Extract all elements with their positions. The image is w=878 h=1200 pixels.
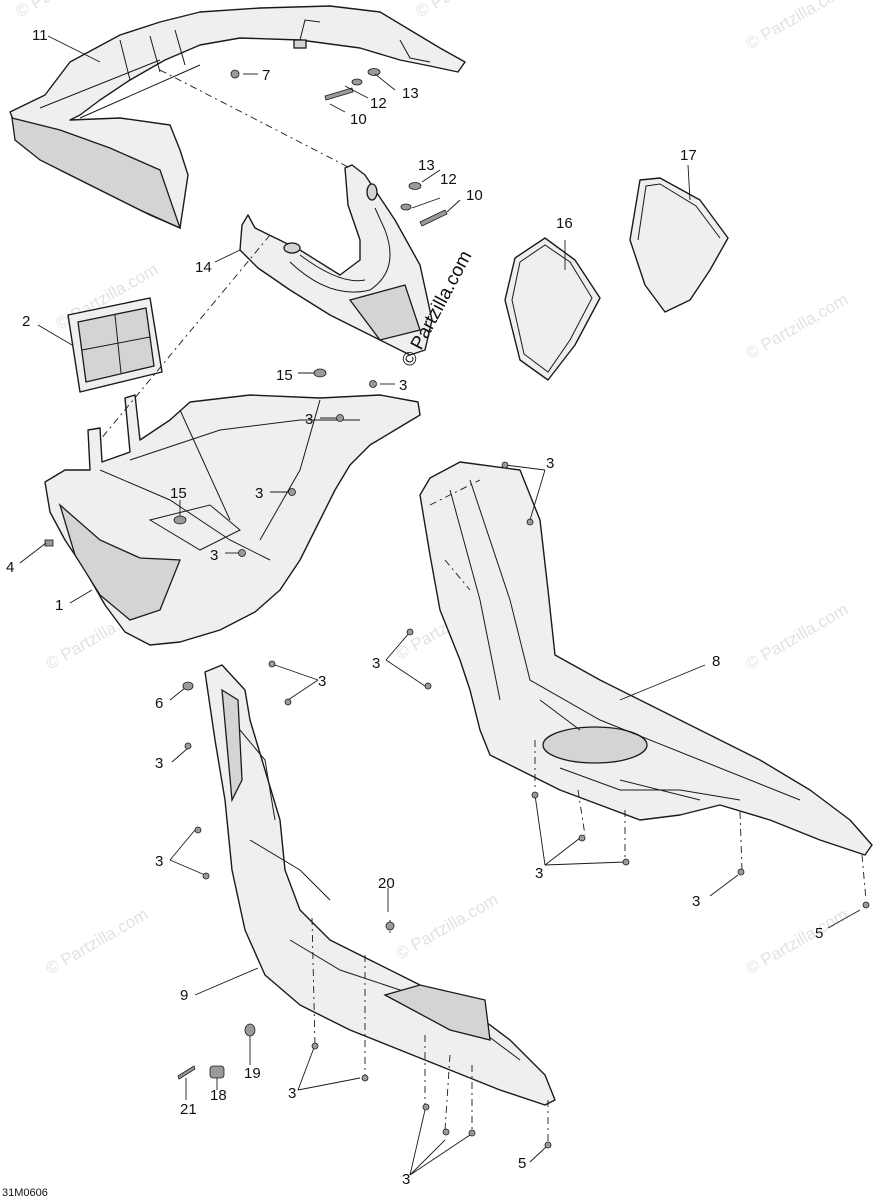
- callout-3: 3: [318, 673, 326, 690]
- callout-8: 8: [712, 653, 720, 670]
- callout-15: 15: [276, 367, 293, 384]
- screw-3: [238, 549, 246, 557]
- washer-12b: [400, 203, 412, 211]
- fastener-group-top: [230, 68, 448, 227]
- screw-3: [194, 826, 202, 834]
- screw-3: [442, 1128, 450, 1136]
- screw-3: [288, 488, 296, 496]
- callout-3: 3: [288, 1085, 296, 1102]
- clip-15: [173, 515, 187, 525]
- screw-3: [737, 868, 745, 876]
- callout-17: 17: [680, 147, 697, 164]
- part-8-side-panel: [419, 461, 873, 856]
- nut-6: [182, 681, 194, 691]
- watermark: © Partzilla.com: [743, 0, 852, 53]
- screw-3: [531, 791, 539, 799]
- callouts: 11 7 13 12 10 13 12 10 17 16 14 2 15 3 3…: [6, 27, 823, 1188]
- watermark: © Partzilla.com: [43, 905, 152, 979]
- callout-3: 3: [155, 853, 163, 870]
- callout-1: 1: [55, 597, 63, 614]
- alignment-lines: [99, 69, 867, 1142]
- callout-6: 6: [155, 695, 163, 712]
- callout-10: 10: [350, 111, 367, 128]
- clip-20: [385, 921, 395, 931]
- part-11-upper-trim: [9, 5, 466, 230]
- callout-12: 12: [370, 95, 387, 112]
- screw-3: [284, 698, 292, 706]
- callout-5: 5: [815, 925, 823, 942]
- callout-3: 3: [546, 455, 554, 472]
- screw-3: [336, 414, 344, 422]
- callout-19: 19: [244, 1065, 261, 1082]
- washer-13: [367, 68, 381, 76]
- callout-4: 4: [6, 559, 14, 576]
- callout-18: 18: [210, 1087, 227, 1104]
- callout-3: 3: [399, 377, 407, 394]
- callout-21: 21: [180, 1101, 197, 1118]
- clip-15: [313, 368, 327, 378]
- screw-3: [202, 872, 210, 880]
- part-9-lower-trim: [204, 664, 556, 1106]
- bolt-10: [324, 87, 354, 101]
- screw-3: [268, 660, 276, 668]
- screw-3: [424, 682, 432, 690]
- callout-3: 3: [372, 655, 380, 672]
- callout-5: 5: [518, 1155, 526, 1172]
- screw-3: [369, 380, 377, 388]
- callout-3: 3: [155, 755, 163, 772]
- callout-15: 15: [170, 485, 187, 502]
- callout-3: 3: [535, 865, 543, 882]
- screw-3: [311, 1042, 319, 1050]
- watermark: © Partzilla.com: [743, 290, 852, 364]
- nut-7: [230, 69, 240, 79]
- screw-3: [468, 1129, 476, 1137]
- callout-3: 3: [402, 1171, 410, 1188]
- screw-3: [622, 858, 630, 866]
- part-2-decal: [67, 297, 163, 393]
- screw-5: [862, 901, 870, 909]
- part-1-console: [44, 394, 421, 646]
- part-17-panel: [629, 177, 729, 313]
- part-16-panel: [504, 237, 601, 381]
- screw-3: [578, 834, 586, 842]
- watermark: © Partzilla.com: [413, 0, 522, 21]
- watermark: © Partzilla.com: [13, 0, 122, 21]
- screw-group: [173, 368, 870, 1149]
- screw-3: [184, 742, 192, 750]
- callout-11: 11: [32, 27, 48, 44]
- washer-12: [351, 78, 363, 86]
- watermark: © Partzilla.com: [743, 905, 852, 979]
- screw-3: [501, 461, 509, 469]
- washer-13b: [408, 182, 422, 190]
- screw-3: [361, 1074, 369, 1082]
- part-14-bracket: [239, 164, 433, 356]
- callout-3: 3: [305, 411, 313, 428]
- callout-3: 3: [255, 485, 263, 502]
- callout-16: 16: [556, 215, 573, 232]
- callout-13: 13: [418, 157, 435, 174]
- watermark: © Partzilla.com: [393, 890, 502, 964]
- callout-13: 13: [402, 85, 419, 102]
- screw-5: [544, 1141, 552, 1149]
- drawing-code: 31M0606: [2, 1187, 48, 1199]
- callout-2: 2: [22, 313, 30, 330]
- washer-19: [244, 1023, 256, 1037]
- watermark: © Partzilla.com: [743, 600, 852, 674]
- grommet-18: [209, 1065, 225, 1079]
- screw-3: [406, 628, 414, 636]
- screw-21: [177, 1065, 196, 1080]
- callout-14: 14: [195, 259, 212, 276]
- callout-12: 12: [440, 171, 457, 188]
- bolt-10b: [419, 209, 448, 227]
- screw-3: [422, 1103, 430, 1111]
- callout-20: 20: [378, 875, 395, 892]
- callout-9: 9: [180, 987, 188, 1004]
- callout-3: 3: [692, 893, 700, 910]
- leader-lines: [19, 35, 861, 1176]
- callout-7: 7: [262, 67, 270, 84]
- callout-3: 3: [210, 547, 218, 564]
- screw-3: [526, 518, 534, 526]
- callout-10: 10: [466, 187, 483, 204]
